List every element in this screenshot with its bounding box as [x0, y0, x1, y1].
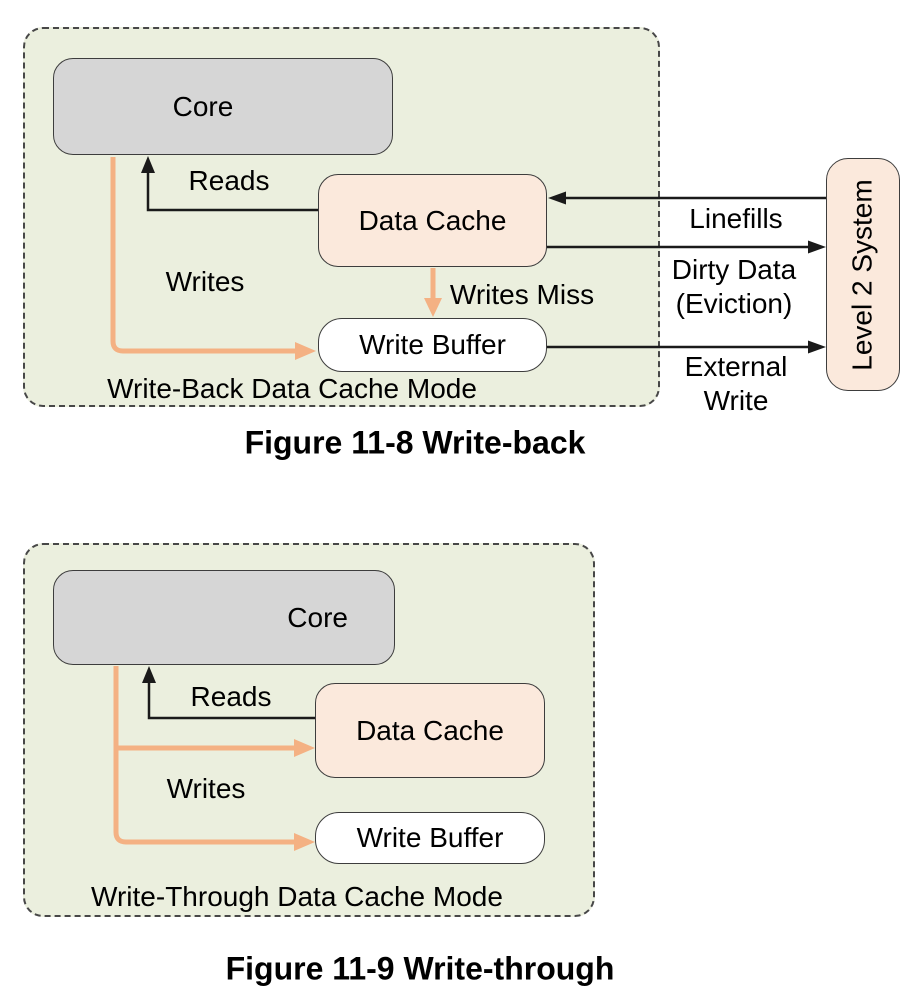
linefills-label: Linefills — [689, 203, 783, 234]
core-box-writeback: Core — [53, 58, 393, 155]
core-label: Core — [287, 601, 348, 633]
write-buffer-label: Write Buffer — [359, 329, 506, 360]
writes-label-writethrough: Writes — [166, 773, 246, 804]
level2-system-label: Level 2 System — [847, 178, 879, 371]
external-write-label: External Write — [684, 351, 788, 416]
external-write-arrowhead — [808, 340, 826, 354]
dirty-data-arrowhead — [808, 240, 826, 254]
figure-11-8-caption: Figure 11-8 Write-back — [244, 424, 586, 461]
data-cache-label: Data Cache — [356, 714, 504, 746]
write-through-mode-label: Write-Through Data Cache Mode — [91, 881, 503, 912]
data-cache-label: Data Cache — [358, 204, 507, 236]
level2-system-box: Level 2 System — [826, 158, 900, 391]
core-box-writethrough: Core — [53, 570, 395, 665]
write-buffer-label: Write Buffer — [356, 822, 504, 853]
write-back-mode-label: Write-Back Data Cache Mode — [107, 373, 477, 404]
write-buffer-box-writeback: Write Buffer — [318, 318, 547, 372]
writes-label-writeback: Writes — [165, 266, 245, 297]
data-cache-box-writethrough: Data Cache — [315, 683, 545, 778]
core-label: Core — [172, 90, 234, 122]
write-buffer-box-writethrough: Write Buffer — [315, 812, 545, 864]
reads-label-writethrough: Reads — [190, 681, 272, 712]
writes-miss-label: Writes Miss — [449, 279, 595, 310]
data-cache-box-writeback: Data Cache — [318, 174, 547, 267]
reads-label-writeback: Reads — [188, 165, 270, 196]
dirty-data-label: Dirty Data (Eviction) — [671, 254, 797, 319]
figure-11-9-caption: Figure 11-9 Write-through — [225, 950, 615, 987]
